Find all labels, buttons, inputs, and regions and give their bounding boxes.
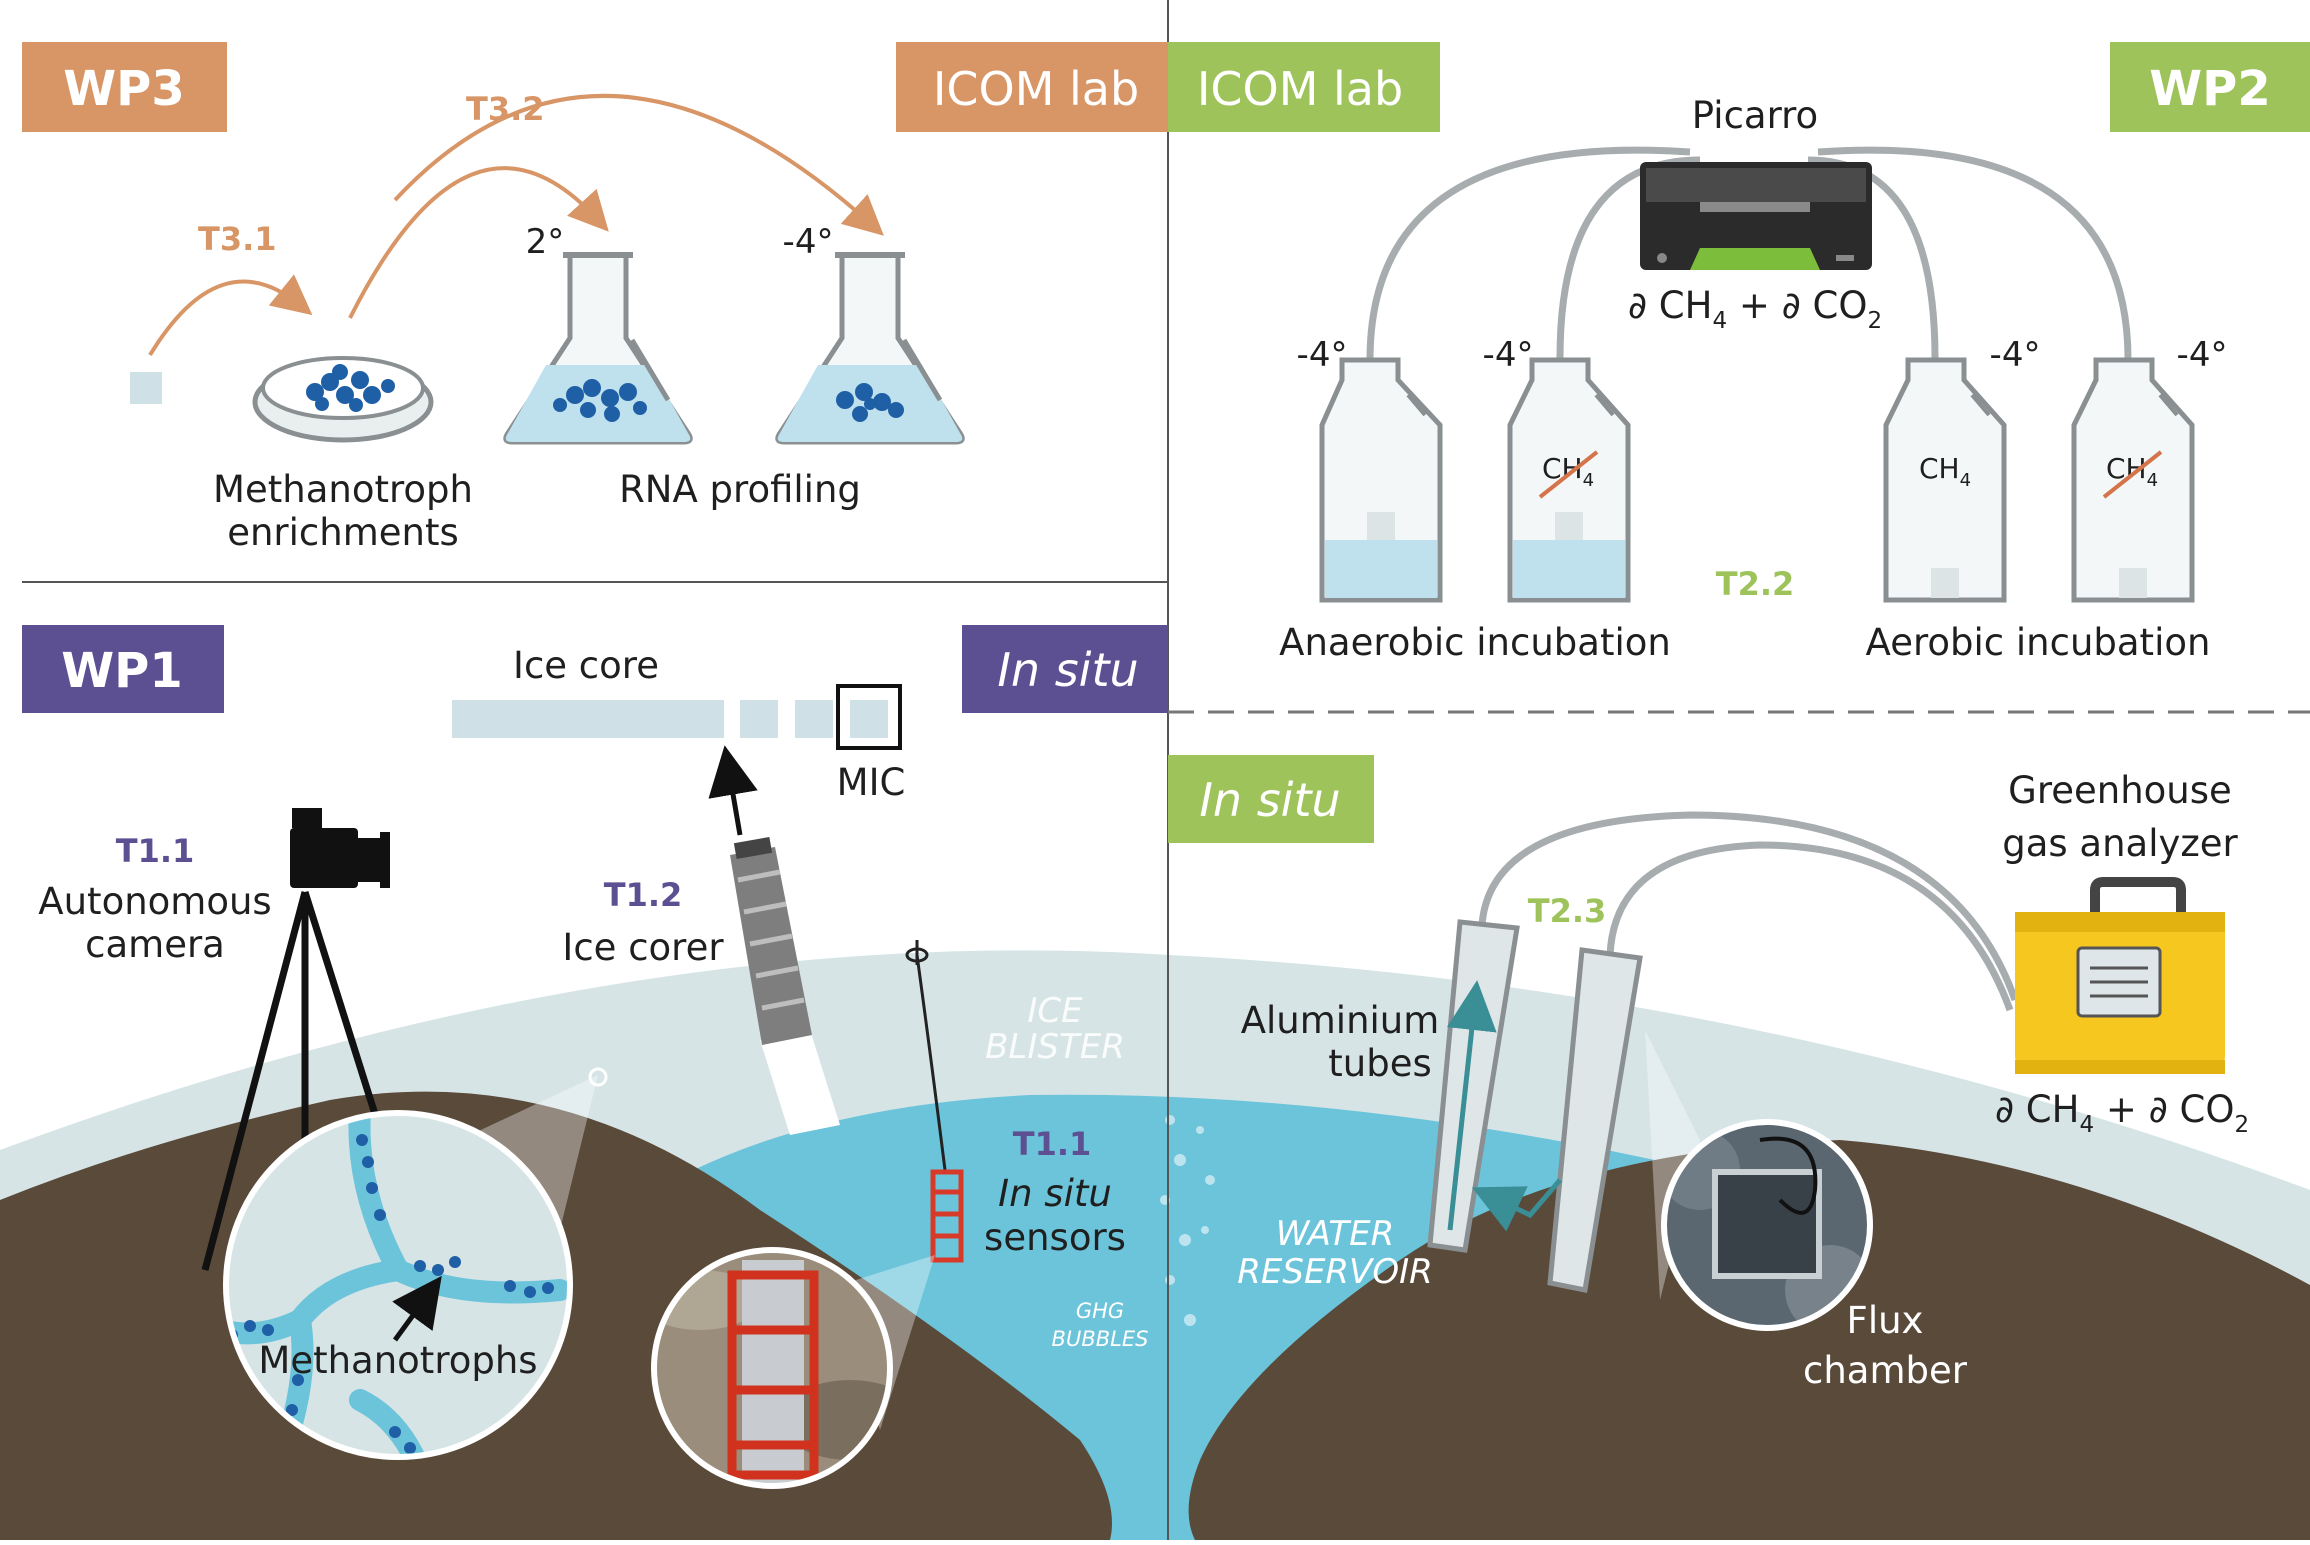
bottle-icon (1883, 357, 2007, 603)
wp2-insitu-label: In situ (1199, 773, 1340, 827)
wp3-lab-tag-label: ICOM lab (933, 62, 1139, 116)
water-line2: RESERVOIR (1237, 1252, 1432, 1292)
ice-corer-icon (730, 836, 840, 1135)
flux-line2: chamber (1803, 1349, 1968, 1392)
bottle3-label: CH4 (1919, 452, 1971, 491)
wp2-lab-tag-label: ICOM lab (1197, 62, 1403, 116)
wp1-insitu-tag (962, 625, 1168, 713)
flow-arrows (1446, 980, 1562, 1232)
sensor-cage-icon (930, 1169, 964, 1263)
flux-chamber-photo (1661, 1119, 1873, 1331)
tubes-line2: tubes (1328, 1042, 1431, 1085)
magnifier-beam (470, 1075, 598, 1250)
ice-blister-line1: ICE (1027, 991, 1083, 1031)
flask-icon (503, 252, 693, 445)
enrich-line2: enrichments (227, 511, 459, 554)
wp2-panel: ICOM lab WP2 Picarro ∂ CH4 + ∂ CO2 (1168, 42, 2310, 664)
sample-square (130, 372, 162, 404)
task-t31: T3.1 (198, 220, 277, 258)
sensor-float (905, 940, 929, 965)
wp3-tag (22, 42, 227, 132)
wp3-tag-label: WP3 (63, 61, 185, 117)
bottle2-temp: -4° (1483, 335, 1534, 375)
t31-arrow (148, 274, 313, 357)
t32-arrow-2 (393, 93, 884, 236)
wp2-lab-tag (1168, 42, 1440, 132)
picarro-formula: ∂ CH4 + ∂ CO2 (1628, 284, 1882, 334)
wp3-lab-tag (896, 42, 1168, 132)
rna-profiling-label: RNA profiling (619, 468, 861, 511)
sensor-photo (651, 1247, 893, 1489)
wp1-tag (22, 625, 224, 713)
ghg-line2: BUBBLES (1052, 1327, 1149, 1351)
wp2-insitu-panel: In situ Greenhouse gas analyzer T2.3 Alu… (1168, 755, 2249, 1392)
sensor-cable (915, 954, 947, 1171)
methanotrophs-label: Methanotrophs (258, 1339, 537, 1382)
flask1-temp: 2° (526, 222, 565, 262)
flux-line1: Flux (1847, 1299, 1924, 1342)
wp1-panel: WP1 In situ Ice core MIC T1.1 Autonomous… (22, 625, 1168, 1489)
bottle-icon (1319, 357, 1443, 603)
core-arrow (708, 745, 758, 836)
ice-core-label: Ice core (513, 644, 659, 687)
tubes-line1: Aluminium (1241, 999, 1440, 1042)
bottle-icon (2071, 357, 2195, 603)
tripod-icon (201, 890, 384, 1271)
gas-analyzer-case-icon (2015, 877, 2225, 1074)
t32-arrow-1 (348, 166, 609, 319)
wp2-tag (2110, 42, 2310, 132)
task-t11-camera: T1.1 (116, 832, 195, 870)
camera-icon (290, 808, 390, 888)
bottle1-temp: -4° (1297, 335, 1348, 375)
analyzer-line2: gas analyzer (2002, 822, 2238, 865)
analyzer-formula: ∂ CH4 + ∂ CO2 (1995, 1088, 2249, 1138)
task-t23: T2.3 (1528, 892, 1607, 930)
picarro-label: Picarro (1692, 94, 1818, 137)
wp3-panel: WP3 ICOM lab T3.1 T3.2 Methanotroph enri… (22, 42, 1168, 554)
wp1-insitu-label: In situ (997, 643, 1138, 697)
mic-box (836, 684, 902, 750)
ghg-line1: GHG (1076, 1299, 1124, 1323)
task-t12: T1.2 (604, 876, 683, 914)
camera-line2: camera (85, 923, 225, 966)
flask2-temp: -4° (783, 222, 834, 262)
magnifier-origin (588, 1067, 608, 1087)
bottle4-strike (2102, 450, 2163, 499)
bottle-icon (1507, 357, 1631, 603)
aerobic-label: Aerobic incubation (1866, 621, 2211, 664)
bottle3-temp: -4° (1990, 335, 2041, 375)
camera-line1: Autonomous (38, 880, 271, 923)
wp1-tag-label: WP1 (61, 643, 183, 699)
anaerobic-label: Anaerobic incubation (1279, 621, 1671, 664)
enrich-line1: Methanotroph (213, 468, 473, 511)
ice-core (452, 700, 888, 738)
ice-blister-line2: BLISTER (985, 1027, 1125, 1067)
analyzer-line1: Greenhouse (2008, 769, 2232, 812)
petri-dish-icon (252, 356, 434, 443)
methanotroph-arrow (392, 1275, 442, 1342)
sensors-line1: In situ (998, 1172, 1112, 1215)
sensors-line2: sensors (984, 1216, 1126, 1259)
bottle2-strike (1538, 450, 1599, 499)
corer-label: Ice corer (562, 926, 724, 969)
bottle4-temp: -4° (2177, 335, 2228, 375)
mic-label: MIC (837, 761, 906, 804)
analyzer-tubing (1478, 811, 2019, 1012)
picarro-analyzer-icon (1640, 162, 1872, 270)
wp2-tag-label: WP2 (2149, 61, 2271, 117)
flux-beam (1645, 1030, 1700, 1300)
flask-icon (775, 252, 965, 445)
water-line1: WATER (1276, 1214, 1395, 1254)
task-t22: T2.2 (1716, 565, 1795, 603)
wp2-insitu-tag (1168, 755, 1374, 843)
task-t11-sensors: T1.1 (1013, 1125, 1092, 1163)
